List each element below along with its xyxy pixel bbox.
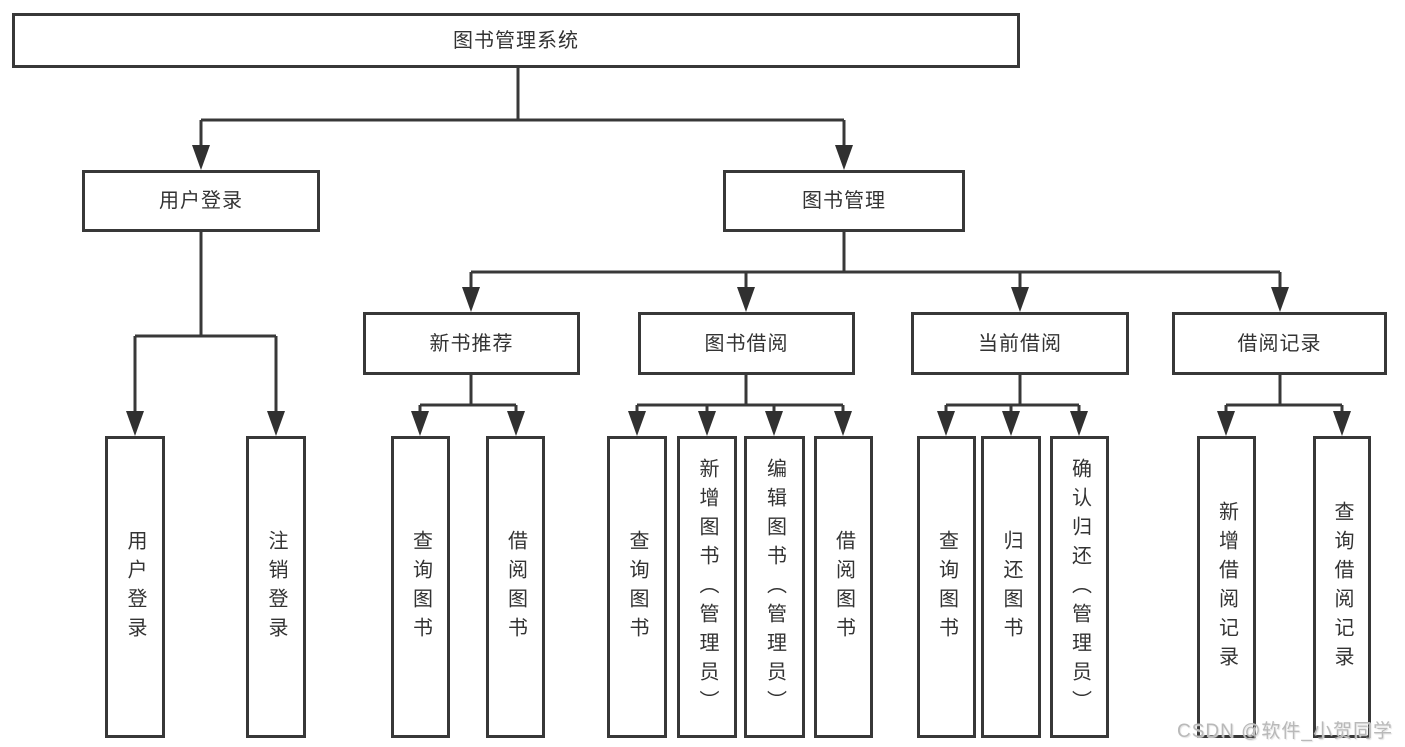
node-root-system: 图书管理系统	[12, 13, 1020, 68]
leaf-confirm-return-admin: 确认归还（管理员）	[1050, 436, 1109, 738]
leaf-add-books-admin: 新增图书（管理员）	[677, 436, 737, 738]
node-user-login: 用户登录	[82, 170, 320, 232]
arrowheads	[126, 145, 1351, 436]
leaf-borrow-books: 借阅图书	[814, 436, 873, 738]
node-new-book-recommend: 新书推荐	[363, 312, 580, 375]
node-borrow-records: 借阅记录	[1172, 312, 1387, 375]
node-book-management: 图书管理	[723, 170, 965, 232]
tree-edges	[133, 68, 1344, 432]
leaf-add-borrow-record: 新增借阅记录	[1197, 436, 1256, 738]
leaf-recommend-query-books: 查询图书	[391, 436, 450, 738]
leaf-logout: 注销登录	[246, 436, 306, 738]
leaf-edit-books-admin: 编辑图书（管理员）	[744, 436, 805, 738]
node-current-borrow: 当前借阅	[911, 312, 1129, 375]
leaf-recommend-borrow-books: 借阅图书	[486, 436, 545, 738]
leaf-return-books: 归还图书	[981, 436, 1041, 738]
leaf-user-login: 用户登录	[105, 436, 165, 738]
leaf-current-query-books: 查询图书	[917, 436, 976, 738]
leaf-borrow-query-books: 查询图书	[607, 436, 667, 738]
node-book-borrow: 图书借阅	[638, 312, 855, 375]
csdn-watermark: CSDN @软件_小贺同学	[1177, 721, 1393, 742]
leaf-query-borrow-record: 查询借阅记录	[1313, 436, 1371, 738]
